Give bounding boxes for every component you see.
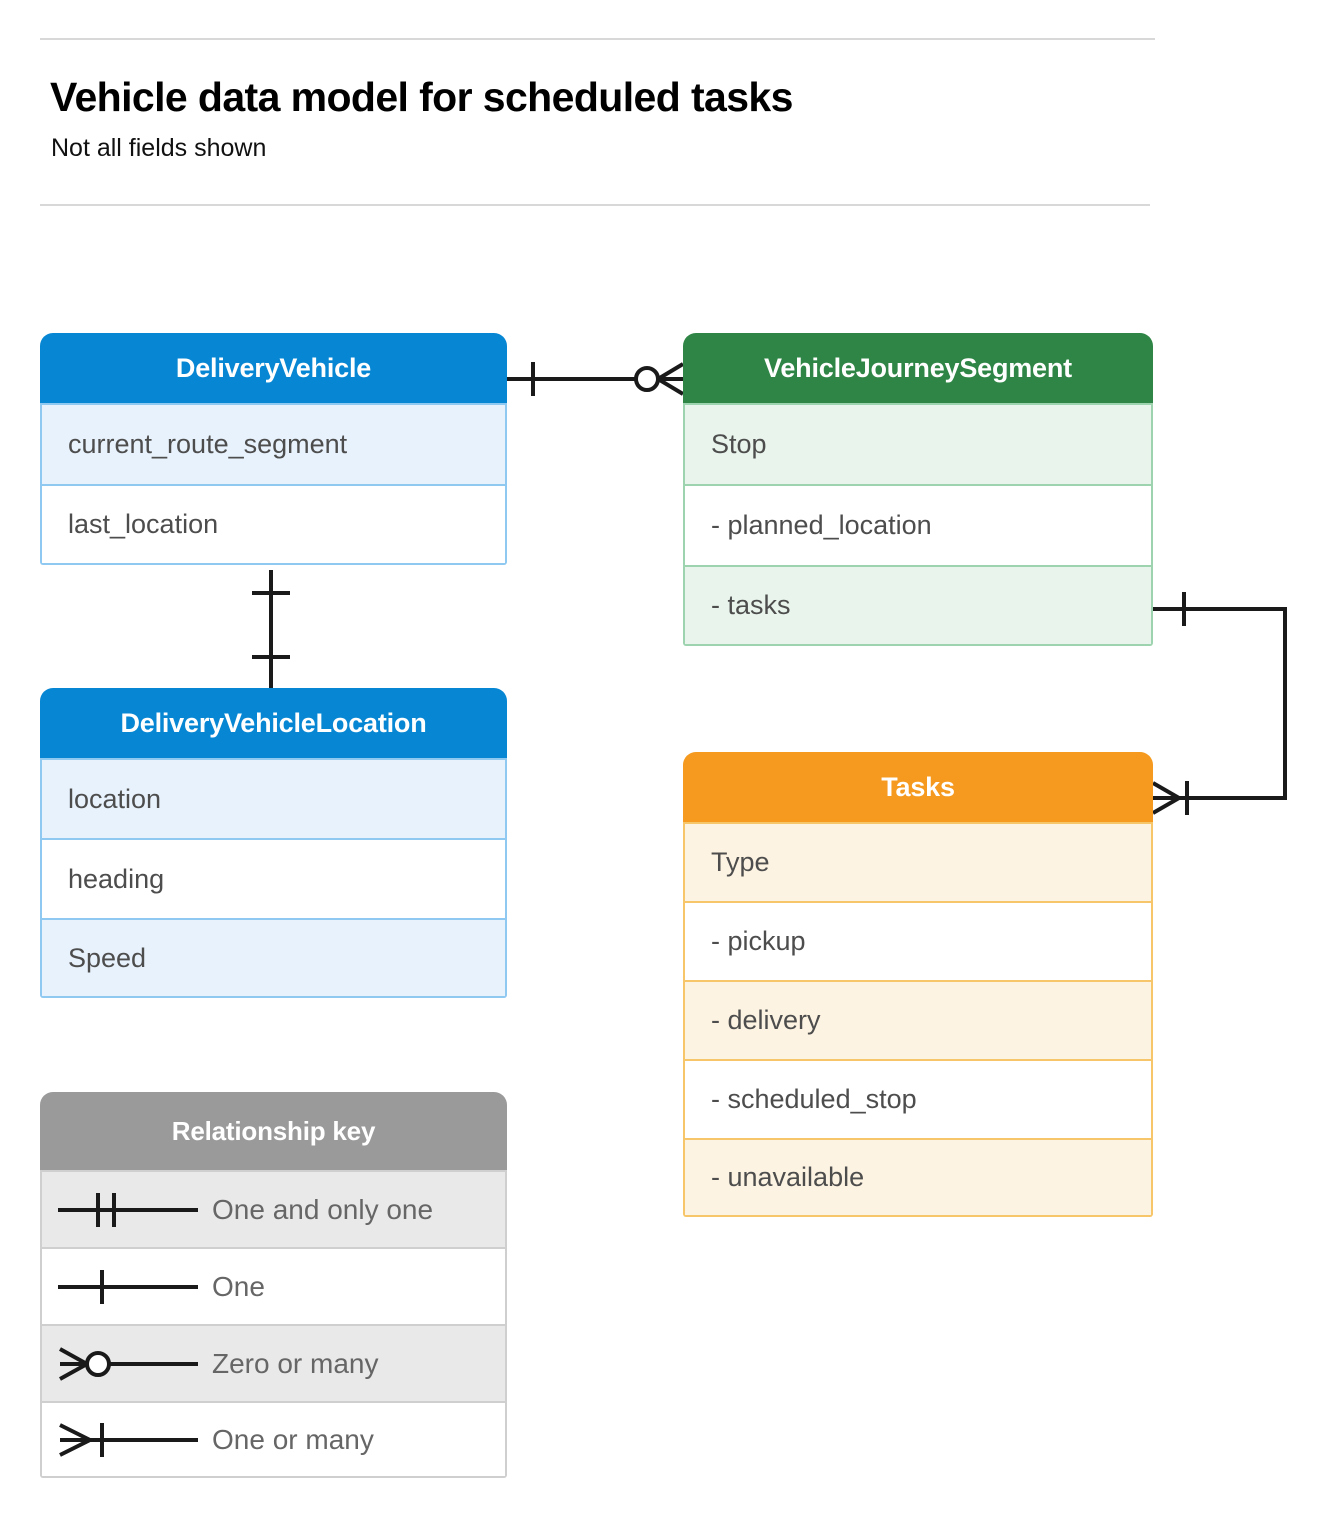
field-row: current_route_segment [40, 403, 507, 484]
page-subtitle: Not all fields shown [51, 134, 267, 162]
field-row: - planned_location [683, 484, 1153, 565]
field-row: location [40, 758, 507, 838]
header-top-divider [40, 38, 1155, 40]
field-row: - pickup [683, 901, 1153, 980]
legend-item-one: One [40, 1247, 507, 1324]
crowfoot-upper-segment [656, 362, 685, 381]
entity-title-delivery-vehicle: DeliveryVehicle [40, 333, 507, 403]
field-row: - scheduled_stop [683, 1059, 1153, 1138]
legend-label: One and only one [212, 1193, 434, 1225]
legend-label: Zero or many [212, 1347, 379, 1379]
legend-item-one-or-many: One or many [40, 1401, 507, 1478]
one-and-only-one-icon [42, 1188, 212, 1232]
entity-title-delivery-vehicle-location: DeliveryVehicleLocation [40, 688, 507, 758]
field-row: last_location [40, 484, 507, 565]
legend-label: One or many [212, 1423, 374, 1455]
field-row: Type [683, 822, 1153, 901]
zero-or-many-icon [42, 1342, 212, 1386]
entity-title-vehicle-journey-segment: VehicleJourneySegment [683, 333, 1153, 403]
field-row: - tasks [683, 565, 1153, 646]
entity-delivery-vehicle[interactable]: DeliveryVehicle current_route_segment la… [40, 333, 507, 565]
legend-item-one-and-only-one: One and only one [40, 1170, 507, 1247]
connector-segment-to-tasks [1153, 607, 1287, 800]
crowfoot-lower-segment [656, 377, 685, 396]
legend-item-zero-or-many: Zero or many [40, 1324, 507, 1401]
entity-title-tasks: Tasks [683, 752, 1153, 822]
field-row: heading [40, 838, 507, 918]
crowfoot-lower-tasks [1152, 796, 1180, 815]
field-row: Stop [683, 403, 1153, 484]
legend-title: Relationship key [40, 1092, 507, 1170]
crowfoot-upper-tasks [1152, 781, 1180, 800]
page-title: Vehicle data model for scheduled tasks [50, 74, 793, 120]
cardinality-zero-circle [634, 366, 660, 392]
legend-label: One [212, 1270, 265, 1302]
entity-tasks[interactable]: Tasks Type - pickup - delivery - schedul… [683, 752, 1153, 1217]
field-row: Speed [40, 918, 507, 998]
one-icon [42, 1265, 212, 1309]
one-or-many-icon [42, 1418, 212, 1462]
field-row: - delivery [683, 980, 1153, 1059]
entity-delivery-vehicle-location[interactable]: DeliveryVehicleLocation location heading… [40, 688, 507, 998]
header-bottom-divider [40, 204, 1150, 206]
relationship-key-legend[interactable]: Relationship key One and only one [40, 1092, 507, 1478]
entity-vehicle-journey-segment[interactable]: VehicleJourneySegment Stop - planned_loc… [683, 333, 1153, 646]
field-row: - unavailable [683, 1138, 1153, 1217]
